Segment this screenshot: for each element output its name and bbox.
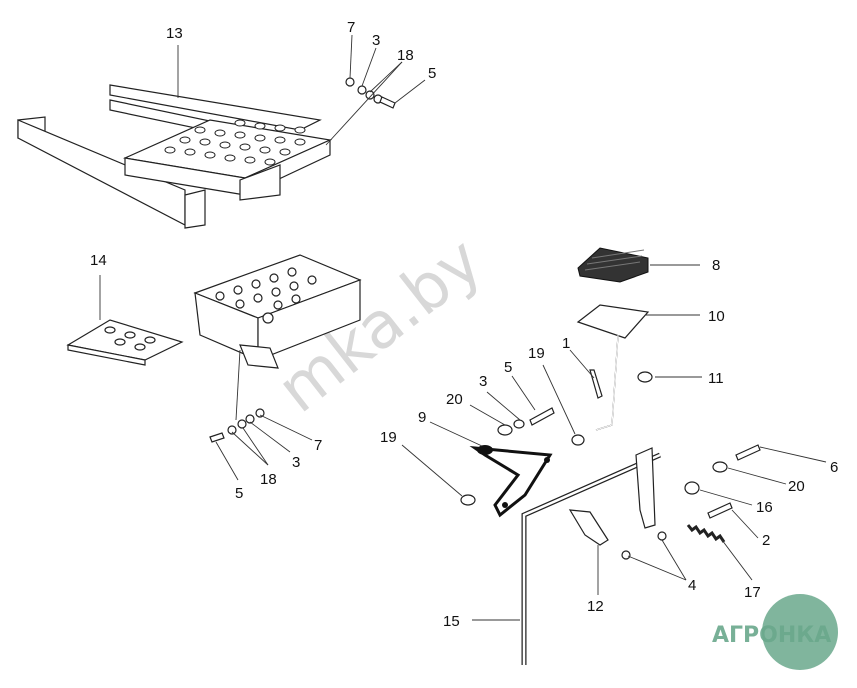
bolt-6: [735, 444, 761, 461]
callout-12: 12: [587, 598, 604, 615]
callout-5-top: 5: [428, 65, 436, 82]
callout-16: 16: [756, 499, 773, 516]
callout-3-mid: 3: [479, 373, 487, 390]
rod-bracket: [568, 509, 609, 546]
callout-10: 10: [708, 308, 725, 325]
callout-4: 4: [688, 577, 696, 594]
callout-9: 9: [418, 409, 426, 426]
lever-bracket: [469, 445, 553, 518]
callout-20-right: 20: [788, 478, 805, 495]
callout-17: 17: [744, 584, 761, 601]
nut-4a: [621, 550, 631, 560]
callout-20-mid: 20: [446, 391, 463, 408]
brand-logo: АГРОНКА: [712, 594, 838, 670]
logo-text: АГРОНКА: [712, 623, 831, 648]
washer-19: [460, 494, 476, 506]
logo-circle: [762, 594, 838, 670]
pedal-arm: [576, 304, 650, 431]
bolt-2: [707, 502, 733, 519]
callout-1: 1: [562, 335, 570, 352]
callout-18-left: 18: [260, 471, 277, 488]
callout-19-left: 19: [380, 429, 397, 446]
callout-13: 13: [166, 25, 183, 42]
step-frame-assembly: [17, 84, 333, 229]
callout-7-left: 7: [314, 437, 322, 454]
cotter-pin: [589, 369, 603, 399]
left-fastener-set: [209, 408, 265, 443]
callout-15: 15: [443, 613, 460, 630]
callout-14: 14: [90, 252, 107, 269]
nut: [637, 371, 653, 383]
spring: [686, 524, 726, 543]
callout-6: 6: [830, 459, 838, 476]
callout-11: 11: [708, 370, 724, 387]
callout-5-mid: 5: [504, 359, 512, 376]
step-plate-holes: [164, 119, 306, 166]
callout-labels: 13 7 3 18 5 14 5 18 3 7 8 10 11 1 19 5 3…: [90, 19, 838, 630]
bushing: [684, 481, 700, 495]
washer-20: [712, 461, 728, 473]
callout-3-left: 3: [292, 454, 300, 471]
rod-end-bracket: [635, 447, 656, 529]
callout-7-top: 7: [347, 19, 355, 36]
top-fastener-set: [345, 77, 396, 109]
callout-19-right: 19: [528, 345, 545, 362]
leader-lines: [99, 34, 827, 621]
step-pad: [66, 319, 184, 366]
step-box: [193, 254, 362, 369]
callout-2: 2: [762, 532, 770, 549]
callout-8: 8: [712, 257, 720, 274]
bolt-washer-set: [497, 407, 585, 446]
callout-5-left: 5: [235, 485, 243, 502]
pedal-pad: [577, 247, 649, 283]
callout-3-top: 3: [372, 32, 380, 49]
callout-18-top: 18: [397, 47, 414, 64]
nut-4b: [657, 531, 667, 541]
